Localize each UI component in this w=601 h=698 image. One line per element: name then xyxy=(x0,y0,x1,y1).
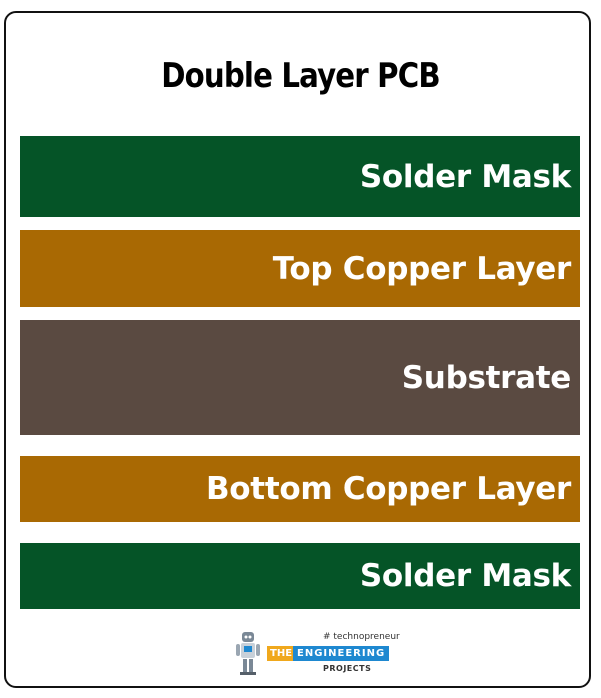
layer-solder-mask-top: Solder Mask xyxy=(20,136,580,217)
brand-logo: # technopreneur THE ENGINEERING PROJECTS xyxy=(235,630,405,680)
robot-icon xyxy=(236,632,260,675)
layer-substrate: Substrate xyxy=(20,320,580,435)
logo-word-the: THE xyxy=(267,646,296,661)
layer-label: Solder Mask xyxy=(359,558,571,594)
layer-label: Solder Mask xyxy=(359,158,571,195)
logo-word-projects: PROJECTS xyxy=(323,664,372,673)
layer-bottom-copper: Bottom Copper Layer xyxy=(20,456,580,522)
logo-tagline: # technopreneur xyxy=(323,632,400,642)
logo-word-engineering: ENGINEERING xyxy=(293,646,390,661)
layer-top-copper: Top Copper Layer xyxy=(20,230,580,307)
layer-label: Substrate xyxy=(401,359,572,396)
diagram-title: Double Layer PCB xyxy=(161,56,440,96)
layer-label: Bottom Copper Layer xyxy=(205,471,571,507)
layer-solder-mask-bottom: Solder Mask xyxy=(20,543,580,609)
layer-label: Top Copper Layer xyxy=(272,250,572,287)
